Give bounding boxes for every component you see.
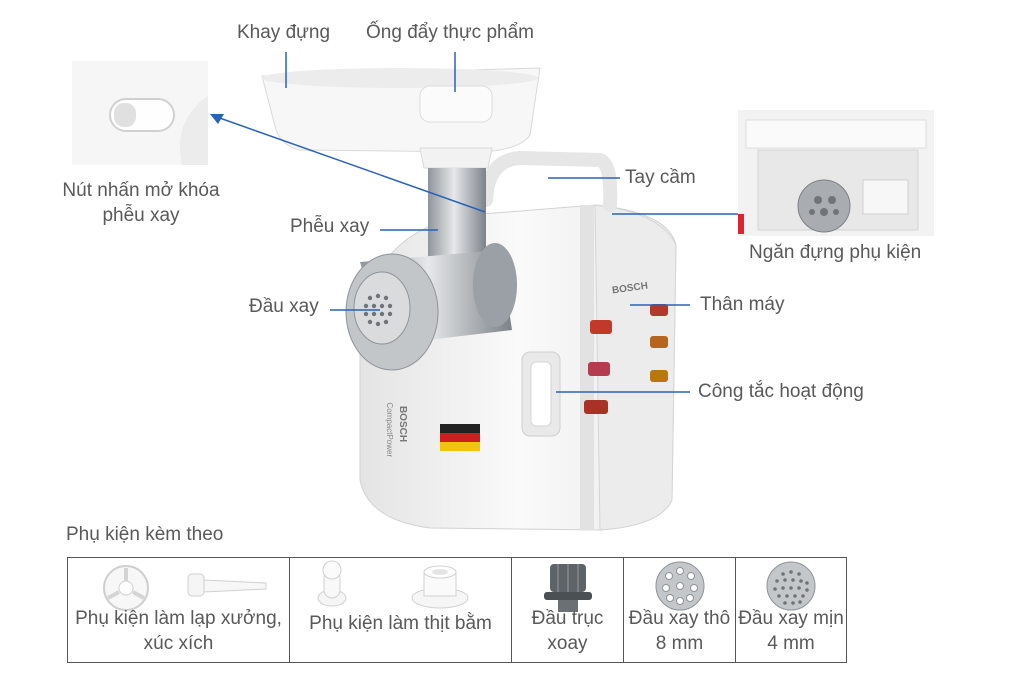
kibbeh-kit-icon [317,560,469,609]
accessory-sausage-kit-label: Phụ kiện làm lạp xưởng, xúc xích [68,606,289,656]
label-unlock-button-line1: Nút nhấn mở khóa [62,180,220,201]
accessories-title: Phụ kiện kèm theo [66,524,224,545]
accessory-fine-disc-line1: Đầu xay mịn [738,608,844,629]
label-unlock-button: Nút nhấn mở khóa phễu xay [56,180,226,228]
accessory-fine-disc-label: Đầu xay mịn 4 mm [736,606,846,656]
accessory-kibbeh-kit: Phụ kiện làm thịt bằm [290,558,512,662]
machine-body [359,204,677,531]
accessory-spindle-line1: Đầu trục [531,608,604,629]
accessory-sausage-kit-line1: Phụ kiện làm lạp xưởng, [75,608,282,629]
accessory-sausage-kit-line2: xúc xích [143,633,214,654]
accessory-spindle-line2: xoay [547,633,588,654]
callout-lines [210,52,738,393]
carry-handle [479,150,618,212]
label-switch: Công tắc hoạt động [698,381,864,402]
label-handle: Tay cầm [625,167,696,188]
unlock-button-inset [72,61,208,165]
accessory-coarse-disc: Đầu xay thô 8 mm [624,558,736,662]
spindle-icon [544,564,592,612]
accessory-fine-disc: Đầu xay mịn 4 mm [736,558,846,662]
flag-sticker [440,424,480,451]
label-funnel: Phễu xay [290,216,370,237]
accessory-coarse-disc-line1: Đầu xay thô [628,608,731,629]
label-food-pusher: Ống đẩy thực phẩm [366,22,534,43]
grinder-head [345,253,439,371]
accessory-coarse-disc-line2: 8 mm [655,633,704,654]
label-body: Thân máy [700,294,785,315]
accessory-coarse-disc-label: Đầu xay thô 8 mm [624,606,735,656]
food-tray [261,67,541,169]
brand-text-front: BOSCH [397,405,409,443]
accessory-kibbeh-kit-label: Phụ kiện làm thịt bằm [290,611,511,636]
fine-disc-icon [766,561,816,611]
model-text-front: CompactPower [385,402,395,458]
accessories-table: Phụ kiện làm lạp xưởng, xúc xích Phụ kiệ… [67,557,847,663]
accessory-spindle: Đầu trục xoay [512,558,624,662]
sausage-kit-icon [103,565,267,611]
accessory-spindle-label: Đầu trục xoay [512,606,623,656]
accessory-fine-disc-line2: 4 mm [767,633,815,654]
accessory-sausage-kit: Phụ kiện làm lạp xưởng, xúc xích [68,558,290,662]
label-grinder-head: Đầu xay [249,296,319,317]
coarse-disc-icon [655,561,705,611]
storage-compartment-inset [738,110,934,236]
accessory-kibbeh-kit-line1: Phụ kiện làm thịt bằm [309,613,492,634]
function-icons [584,304,668,414]
label-unlock-button-line2: phễu xay [102,204,180,226]
power-switch [521,351,561,437]
label-tray: Khay đựng [237,22,331,43]
label-storage: Ngăn đựng phụ kiện [749,242,922,263]
